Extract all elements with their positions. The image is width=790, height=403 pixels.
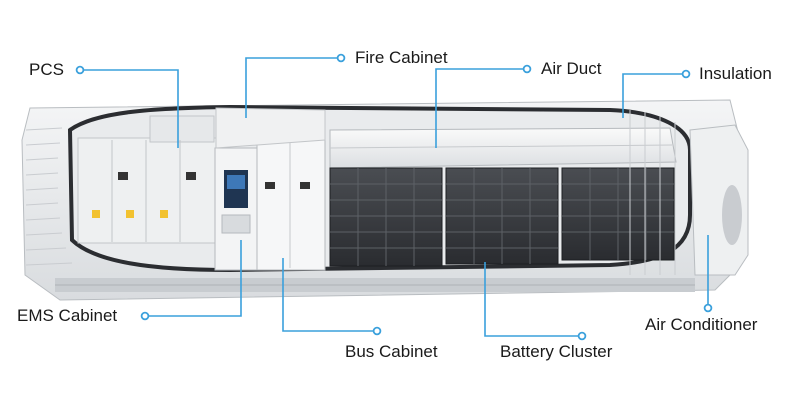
callout-markers [75, 53, 713, 341]
air-duct [329, 127, 677, 169]
callout-line-ems-cabinet [145, 240, 242, 317]
label-battery-cluster: Battery Cluster [500, 342, 613, 361]
bus-cabinet [256, 139, 326, 271]
air-conditioner-unit [689, 124, 749, 276]
battery-racks [329, 167, 675, 267]
callout-dot-pcs [75, 65, 85, 75]
callout-dot-ems-cabinet [140, 311, 150, 321]
callout-line-insulation [622, 73, 686, 118]
callout-line-battery-cluster [484, 262, 582, 337]
callout-lines [80, 57, 709, 337]
callout-line-air-duct [435, 68, 527, 148]
label-air-conditioner: Air Conditioner [645, 315, 758, 334]
insulation-wall [629, 110, 676, 275]
callout-dot-air-conditioner [703, 303, 713, 313]
callout-line-pcs [80, 69, 179, 148]
fire-cabinet [215, 107, 326, 149]
label-ems-cabinet: EMS Cabinet [17, 306, 118, 325]
callout-line-bus-cabinet [282, 258, 377, 332]
callout-dot-battery-cluster [577, 331, 587, 341]
label-fire-cabinet: Fire Cabinet [355, 48, 448, 67]
callout-line-fire-cabinet [245, 57, 341, 118]
label-insulation: Insulation [699, 64, 772, 83]
callout-dot-bus-cabinet [372, 326, 382, 336]
pcs-cabinets [77, 115, 217, 244]
label-pcs: PCS [29, 60, 64, 79]
ems-cabinet [214, 147, 258, 271]
callout-dot-fire-cabinet [336, 53, 346, 63]
callout-dot-insulation [681, 69, 691, 79]
label-bus-cabinet: Bus Cabinet [345, 342, 438, 361]
callout-dot-air-duct [522, 64, 532, 74]
label-air-duct: Air Duct [541, 59, 602, 78]
